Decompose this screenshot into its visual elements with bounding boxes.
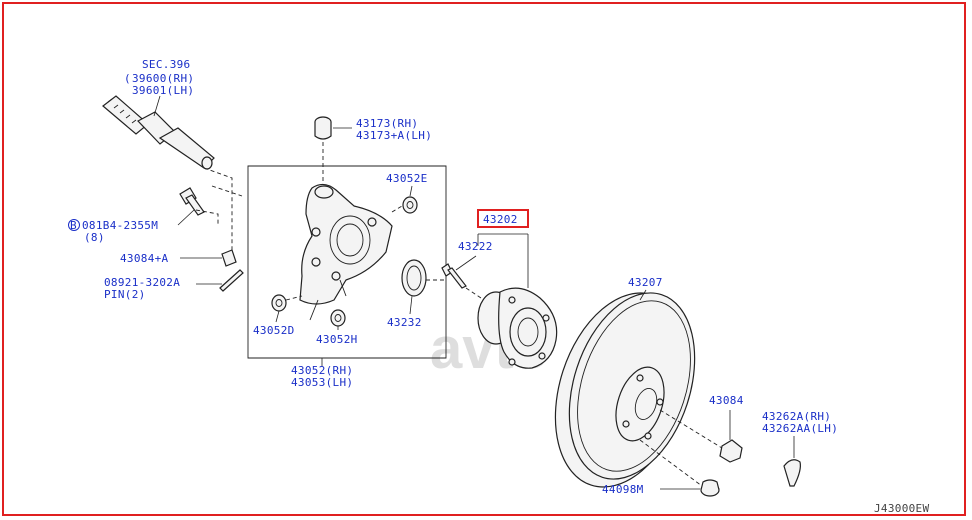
label-43207: 43207 (628, 276, 663, 289)
label-43052-rh: 43052(RH) (291, 364, 353, 377)
label-43052e: 43052E (386, 172, 428, 185)
label-pin-2: PIN(2) (104, 288, 146, 301)
seal-drawing (401, 259, 427, 297)
label-43222: 43222 (458, 240, 493, 253)
pin-drawing (219, 269, 244, 292)
label-43084: 43084 (709, 394, 744, 407)
knuckle-bolt-drawing (179, 187, 205, 216)
hub-assy-highlight-box (477, 209, 529, 228)
figure-id: J43000EW (874, 502, 929, 515)
label-39601-lh: 39601(LH) (132, 84, 194, 97)
steering-knuckle-drawing (299, 183, 393, 321)
drive-shaft-drawing (102, 95, 215, 170)
label-43262aa-lh: 43262AA(LH) (762, 422, 838, 435)
insulator-drawing (314, 116, 332, 140)
grommet-drawing (700, 479, 720, 497)
label-43232: 43232 (387, 316, 422, 329)
label-43173-a-lh: 43173+A(LH) (356, 129, 432, 142)
knuckle-assembly-box (247, 165, 447, 359)
wheel-hub-drawing (477, 287, 558, 369)
label-43202: 43202 (483, 213, 518, 226)
label-43052h: 43052H (316, 333, 358, 346)
bushing-e-drawing (402, 196, 418, 214)
label-43053-lh: 43053(LH) (291, 376, 353, 389)
label-43262a-rh: 43262A(RH) (762, 410, 831, 423)
label-39600-rh: 39600(RH) (132, 72, 194, 85)
hub-nut-drawing (719, 439, 743, 463)
circle-b-icon (68, 219, 80, 231)
bushing-h-drawing (330, 309, 346, 327)
hub-bolt-drawing (441, 263, 467, 289)
nut-drawing (221, 249, 237, 267)
label-bolt-qty: (8) (84, 231, 105, 244)
label-43084-a: 43084+A (120, 252, 169, 265)
brake-rotor-drawing (554, 292, 696, 488)
bushing-d-drawing (271, 294, 287, 312)
label-43052d: 43052D (253, 324, 295, 337)
label-sec-396: SEC.396 (142, 58, 190, 71)
svg-text:(: ( (124, 72, 131, 85)
cap-drawing (783, 459, 801, 487)
label-08921-3202a: 08921-3202A (104, 276, 180, 289)
label-081b4-2355m: 081B4-2355M (82, 219, 158, 232)
label-bolt-prefix: B (70, 219, 77, 232)
label-43173-rh: 43173(RH) (356, 117, 418, 130)
label-44098m: 44098M (602, 483, 644, 496)
